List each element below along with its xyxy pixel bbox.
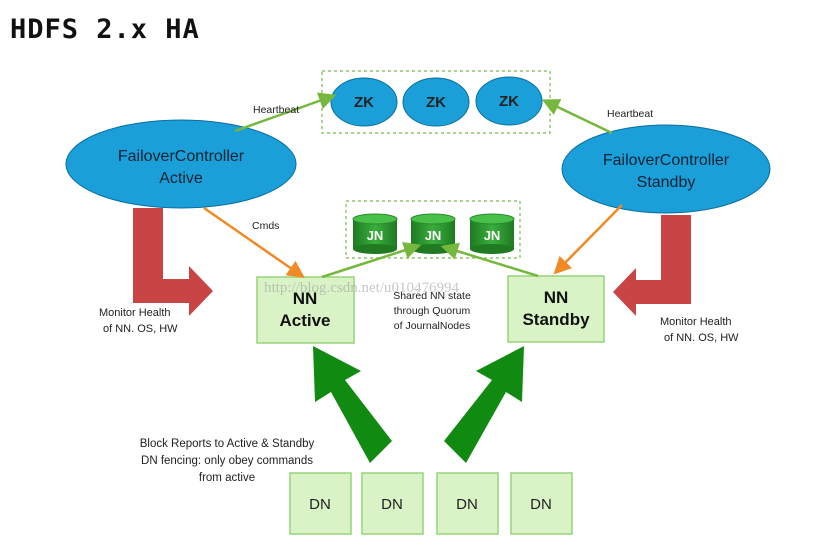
failover-controller-standby: FailoverController Standby <box>561 124 771 214</box>
jn-label: JN <box>367 228 384 243</box>
page-title: HDFS 2.x HA <box>10 14 200 45</box>
datanode: DN <box>510 472 573 535</box>
fc-standby-line1: FailoverController <box>603 152 730 169</box>
dn-to-nn-active-arrow <box>313 346 392 463</box>
nn-standby-to-jn-arrow <box>440 242 539 278</box>
jn-node: JN <box>469 213 515 254</box>
monitor-arrow-left <box>133 208 213 316</box>
monitor-arrow-right <box>613 215 691 316</box>
jn-node: JN <box>352 213 398 254</box>
dn-to-nn-standby-arrow <box>444 346 524 463</box>
block-reports-label-1: Block Reports to Active & Standby <box>140 438 315 450</box>
nn-active-to-jn-arrow <box>321 241 422 279</box>
heartbeat-label-right: Heartbeat <box>607 108 653 120</box>
journal-group <box>345 200 521 259</box>
jn-label: JN <box>484 228 501 243</box>
zk-label: ZK <box>499 93 519 110</box>
cmds-label: Cmds <box>252 220 279 232</box>
block-reports-label-2: DN fencing: only obey commands <box>141 455 313 467</box>
dn-label: DN <box>381 496 403 513</box>
monitor-label-left-2: of NN. OS, HW <box>103 323 178 335</box>
dn-label: DN <box>530 496 552 513</box>
zk-node: ZK <box>475 76 543 126</box>
dn-label: DN <box>309 496 331 513</box>
zk-label: ZK <box>426 94 446 111</box>
failover-controller-active: FailoverController Active <box>65 119 297 209</box>
cmds-arrow-left <box>203 206 305 278</box>
heartbeat-label-left: Heartbeat <box>253 104 299 116</box>
nn-standby-line1: NN <box>544 288 569 307</box>
fc-standby-line2: Standby <box>637 174 696 191</box>
shared-state-label-1: Shared NN state <box>393 290 471 302</box>
fc-active-line2: Active <box>159 170 203 187</box>
datanode: DN <box>289 472 352 535</box>
shared-state-label-3: of JournalNodes <box>394 320 470 332</box>
heartbeat-arrow-left <box>234 92 337 133</box>
monitor-label-right-2: of NN. OS, HW <box>664 332 739 344</box>
nn-active-line2: Active <box>279 311 330 330</box>
block-reports-label-3: from active <box>199 472 255 484</box>
zk-node: ZK <box>330 77 398 127</box>
jn-label: JN <box>425 228 442 243</box>
zk-label: ZK <box>354 94 374 111</box>
datanode: DN <box>436 472 499 535</box>
watermark: http://blog.csdn.net/u010476994 <box>264 280 459 296</box>
shared-state-label-2: through Quorum <box>394 305 471 317</box>
namenode-standby: NN Standby <box>507 275 605 343</box>
monitor-label-right-1: Monitor Health <box>660 316 732 328</box>
monitor-label-left-1: Monitor Health <box>99 307 171 319</box>
datanode: DN <box>361 472 424 535</box>
fc-active-line1: FailoverController <box>118 148 245 165</box>
nn-active-line1: NN <box>293 289 318 308</box>
cmds-arrow-right <box>553 204 623 275</box>
dn-label: DN <box>456 496 478 513</box>
nn-standby-line2: Standby <box>522 310 590 329</box>
heartbeat-arrow-right <box>541 99 613 135</box>
namenode-active: NN Active <box>256 276 355 344</box>
zk-node: ZK <box>402 77 470 127</box>
